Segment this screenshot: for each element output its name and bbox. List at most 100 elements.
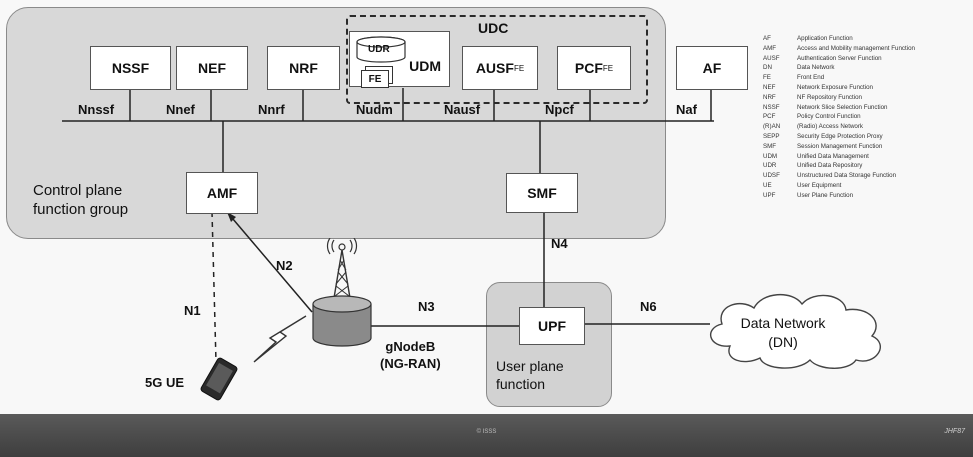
legend-row: UDR Unified Data Repository	[763, 161, 968, 171]
legend-abbr: UPF	[763, 191, 776, 199]
n6-label: N6	[640, 299, 657, 314]
n4-label: N4	[551, 236, 568, 251]
legend-abbr: PCF	[763, 113, 776, 121]
fe-label: FE	[368, 73, 382, 85]
legend-abbr: NSSF	[763, 103, 780, 111]
data-network-label: Data Network (DN)	[740, 315, 826, 350]
legend-row: SMF Session Management Function	[763, 142, 968, 152]
legend-text: User Equipment	[797, 181, 842, 189]
legend-text: Security Edge Protection Proxy	[797, 132, 883, 140]
nef-box[interactable]: NEF	[176, 46, 248, 90]
naf-label: Naf	[676, 102, 697, 117]
legend-text: User Plane Function	[797, 191, 854, 199]
nnrf-label: Nnrf	[258, 102, 285, 117]
footer-logo-text: JHF87	[944, 428, 965, 435]
udr-label: UDR	[368, 44, 390, 55]
udc-boundary	[346, 15, 648, 104]
legend-text: (Radio) Access Network	[797, 123, 864, 131]
footer-bar: © ISSS JHF87	[0, 414, 973, 457]
legend-abbr: SEPP	[763, 132, 780, 140]
legend-row: PCF Policy Control Function	[763, 112, 968, 122]
legend-row: NSSF Network Slice Selection Function	[763, 103, 968, 113]
nef-label: NEF	[198, 60, 226, 76]
control-plane-label: Control plane function group	[33, 182, 129, 218]
legend-row: SEPP Security Edge Protection Proxy	[763, 132, 968, 142]
legend-abbr: FE	[763, 74, 771, 82]
legend-row: NRF NF Repository Function	[763, 93, 968, 103]
n2-label: N2	[276, 258, 293, 273]
legend-abbr: UDM	[763, 152, 778, 160]
user-plane-label: User plane function	[496, 358, 564, 392]
udc-label: UDC	[478, 20, 509, 36]
upf-label: UPF	[538, 318, 566, 334]
legend-row: DN Data Network	[763, 63, 968, 73]
legend-text: Network Slice Selection Function	[797, 103, 888, 111]
phone-icon	[200, 357, 238, 401]
legend-abbr: SMF	[763, 142, 777, 150]
gnodeb-label: gNodeB (NG-RAN)	[380, 339, 441, 371]
amf-label: AMF	[206, 185, 238, 201]
legend-abbr: DN	[763, 64, 772, 72]
nssf-label: NSSF	[111, 60, 150, 76]
ausf-fe-subscript: FE	[513, 63, 525, 73]
legend-abbr: UE	[763, 181, 772, 189]
legend-row: AF Application Function	[763, 34, 968, 44]
upf-box[interactable]: UPF	[519, 307, 585, 345]
nudm-label: Nudm	[356, 102, 393, 117]
udr-database-icon	[356, 36, 406, 63]
ue-label: 5G UE	[145, 375, 185, 390]
gnodeb-icon	[312, 238, 372, 347]
legend-text: Authentication Server Function	[797, 54, 882, 62]
radio-link-icon	[253, 315, 307, 363]
legend-abbr: AUSF	[763, 54, 780, 62]
n1-label: N1	[184, 303, 201, 318]
af-label: AF	[702, 60, 722, 76]
data-network-cloud-icon	[710, 293, 881, 369]
legend-row: (R)AN (Radio) Access Network	[763, 122, 968, 132]
nrf-box[interactable]: NRF	[267, 46, 340, 90]
npcf-label: Npcf	[545, 102, 574, 117]
legend-text: Application Function	[797, 35, 853, 42]
legend-abbr: (R)AN	[763, 123, 781, 131]
legend-abbr: UDR	[763, 162, 777, 170]
pcf-label: PCF	[574, 60, 603, 76]
af-box[interactable]: AF	[676, 46, 748, 90]
legend-text: Data Network	[797, 64, 835, 72]
fe-box: FE	[361, 70, 389, 88]
legend-abbr: AMF	[763, 44, 777, 52]
udm-label: UDM	[409, 58, 441, 74]
ausf-label: AUSF	[475, 60, 514, 76]
legend-row: FE Front End	[763, 73, 968, 83]
legend-text: Network Exposure Function	[797, 83, 874, 91]
smf-box[interactable]: SMF	[506, 173, 578, 213]
legend-row: NEF Network Exposure Function	[763, 83, 968, 93]
n3-label: N3	[418, 299, 435, 314]
legend-row: UPF User Plane Function	[763, 191, 968, 201]
smf-label: SMF	[527, 185, 557, 201]
legend-text: NF Repository Function	[797, 93, 862, 101]
legend-text: Front End	[797, 74, 825, 82]
pcf-fe-subscript: FE	[602, 63, 614, 73]
legend-abbr: AF	[763, 35, 771, 42]
nnef-label: Nnef	[166, 102, 195, 117]
amf-box[interactable]: AMF	[186, 172, 258, 214]
nausf-label: Nausf	[444, 102, 481, 117]
nrf-label: NRF	[289, 60, 318, 76]
legend-text: Session Management Function	[797, 142, 883, 150]
footer-copyright: © ISSS	[476, 429, 497, 435]
legend-abbr: NEF	[763, 83, 776, 91]
nssf-box[interactable]: NSSF	[90, 46, 171, 90]
legend-text: Unified Data Repository	[797, 162, 863, 170]
legend-text: Policy Control Function	[797, 113, 861, 121]
nnssf-label: Nnssf	[78, 102, 115, 117]
legend-abbr: UDSF	[763, 172, 780, 180]
legend-abbr: NRF	[763, 93, 776, 101]
